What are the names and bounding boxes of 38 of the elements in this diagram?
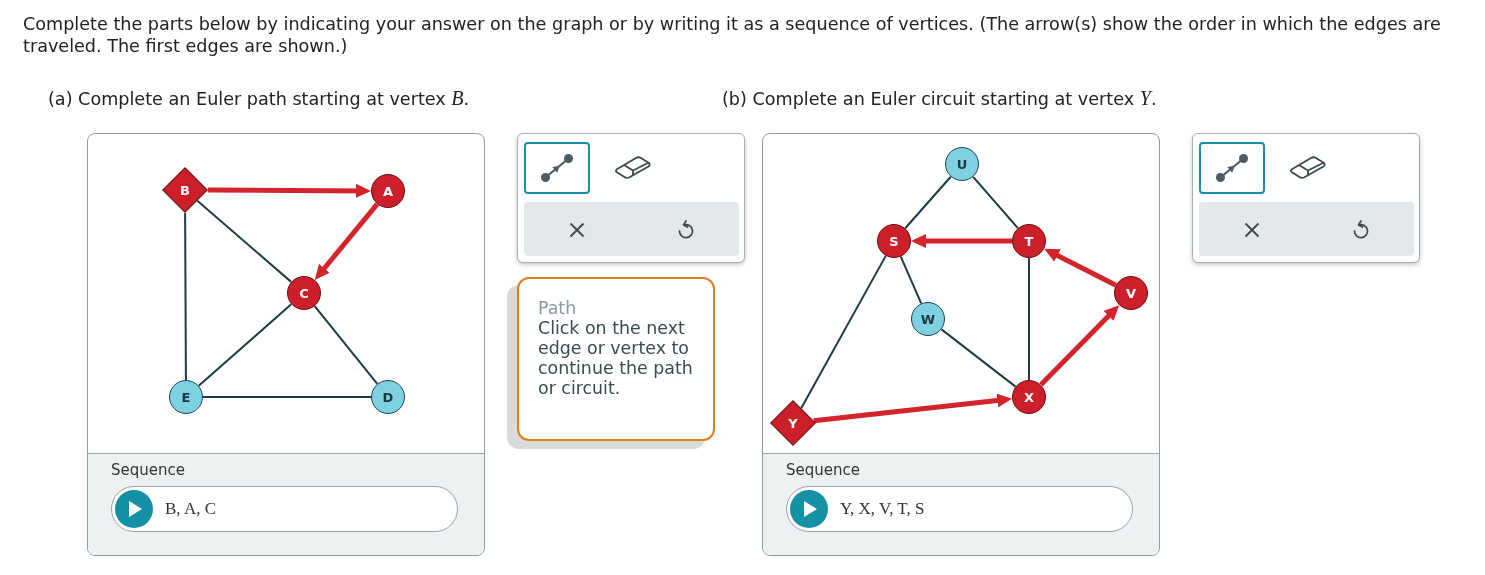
vertex-circle: S (877, 224, 911, 258)
section-label: Sequence (786, 461, 860, 479)
edge-line (904, 175, 952, 230)
instruction-text: Complete the parts below by indicating your answer on the graph or by writing it as a sequence of vertices. (The arrow(s) show the order in which the edges are traveled. The first edges are shown.) (23, 13, 1442, 57)
graph-panel (762, 133, 1160, 556)
arrow (314, 202, 380, 280)
sequence-field: B, A, C (111, 486, 458, 532)
arrow (911, 234, 1012, 248)
arrow (207, 183, 371, 198)
hint-text: Click on the next edge or vertex to continue the path or circuit. (538, 318, 694, 398)
vertex-circle: D (371, 380, 405, 414)
question-text: (a) Complete an Euler path starting at vertex B. (48, 87, 470, 110)
sequence-field: Y, X, V, T, S (786, 486, 1133, 532)
vertex-circle: W (911, 302, 945, 336)
edge-line (196, 199, 293, 283)
edge-line (313, 305, 379, 385)
vertex-circle: A (371, 174, 405, 208)
graph-panel (87, 133, 485, 556)
edge-line (940, 328, 1017, 388)
edge-line (972, 175, 1019, 230)
vertex-circle: X (1012, 380, 1046, 414)
edge-line (197, 303, 293, 387)
vertex-circle: V (1114, 276, 1148, 310)
vertex-circle: T (1012, 224, 1046, 258)
edge-line (899, 255, 923, 305)
vertex-circle: C (287, 276, 321, 310)
vertex-circle: U (945, 147, 979, 181)
question-text: (b) Complete an Euler circuit starting at vertex Y. (722, 87, 1157, 110)
arrow (813, 393, 1013, 424)
edge-line (202, 396, 372, 398)
hint-title: Path (538, 298, 578, 318)
edge-line (1028, 257, 1030, 381)
edge-line (184, 211, 187, 381)
section-label: Sequence (111, 461, 185, 479)
arrow (1039, 305, 1120, 387)
arrow (1044, 248, 1117, 288)
edge-line (800, 254, 887, 410)
vertex-circle: E (169, 380, 203, 414)
